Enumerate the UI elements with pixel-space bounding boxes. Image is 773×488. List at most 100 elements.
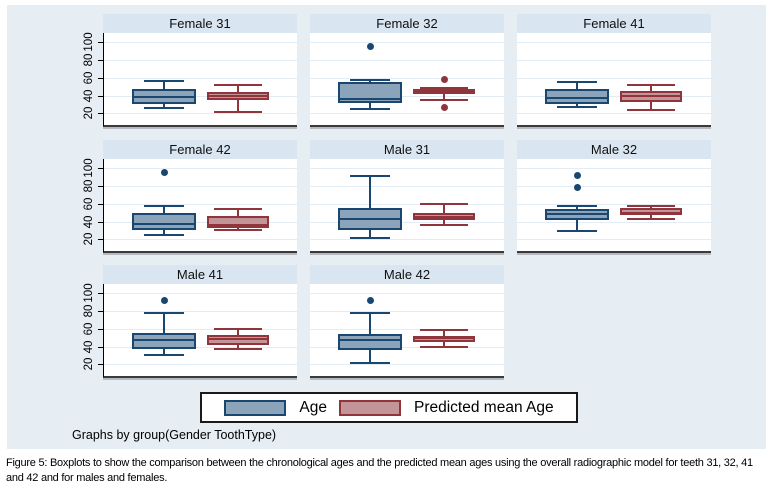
y-gridline: [517, 221, 711, 223]
outlier-dot-age: [160, 168, 168, 176]
whisker-lower-predicted: [237, 227, 239, 231]
whisker-upper-predicted: [443, 203, 445, 214]
median-predicted: [413, 337, 475, 340]
panel-title: Male 41: [103, 265, 297, 284]
y-gridline: [517, 95, 711, 97]
panel-plot-area: [310, 33, 504, 127]
whisker-cap-high-age: [350, 79, 390, 82]
panel-title: Male 31: [310, 140, 504, 159]
y-gridline: [104, 292, 297, 294]
whisker-upper-age: [163, 312, 165, 334]
y-gridline: [310, 203, 504, 205]
y-tick-label: 100: [83, 283, 95, 303]
median-predicted: [207, 224, 269, 227]
legend-swatch-age: [224, 399, 287, 416]
y-tick-label: 80: [83, 304, 95, 318]
whisker-lower-age: [576, 103, 578, 108]
whisker-cap-high-age: [350, 174, 390, 177]
median-age: [338, 98, 402, 101]
y-gridline: [104, 113, 297, 115]
box-age: [338, 334, 402, 351]
panel-male-42: Male 42: [310, 265, 504, 378]
outlier-dot-predicted: [440, 103, 448, 111]
whisker-cap-high-predicted: [420, 329, 468, 332]
y-gridline: [310, 41, 504, 43]
whisker-upper-age: [369, 175, 371, 209]
panel-plot-area: [517, 159, 711, 253]
y-gridline: [310, 239, 504, 241]
whisker-cap-low-age: [557, 230, 597, 233]
y-tickmark: [98, 95, 104, 97]
panel-title: Male 42: [310, 265, 504, 284]
y-gridline: [517, 41, 711, 43]
y-gridline: [104, 59, 297, 61]
box-age: [132, 212, 196, 230]
y-gridline: [104, 364, 297, 366]
y-gridline: [104, 77, 297, 79]
whisker-cap-low-predicted: [420, 98, 468, 101]
whisker-cap-low-predicted: [214, 110, 262, 113]
y-gridline: [104, 346, 297, 348]
panel-title: Male 32: [517, 140, 711, 159]
whisker-upper-age: [576, 82, 578, 90]
y-gridline: [517, 185, 711, 187]
median-predicted: [207, 338, 269, 341]
whisker-upper-predicted: [650, 84, 652, 92]
y-gridline: [310, 167, 504, 169]
y-tickmark: [98, 346, 104, 348]
y-tickmark: [98, 185, 104, 187]
y-gridline: [310, 221, 504, 223]
panel-plot-area: [517, 33, 711, 127]
whisker-lower-predicted: [443, 342, 445, 347]
whisker-upper-predicted: [237, 328, 239, 335]
panel-plot-area: [310, 159, 504, 253]
y-tickmark: [98, 239, 104, 241]
outlier-dot-age: [366, 296, 374, 304]
outlier-dot-age: [573, 184, 581, 192]
whisker-cap-low-predicted: [627, 217, 675, 220]
whisker-cap-low-age: [350, 362, 390, 365]
whisker-cap-high-predicted: [627, 83, 675, 86]
whisker-cap-high-predicted: [214, 83, 262, 86]
outlier-dot-age: [160, 296, 168, 304]
whisker-cap-low-predicted: [420, 224, 468, 227]
y-tick-label: 100: [83, 32, 95, 52]
whisker-lower-age: [369, 102, 371, 109]
y-gridline: [104, 95, 297, 97]
whisker-cap-low-age: [144, 233, 184, 236]
whisker-cap-high-predicted: [420, 202, 468, 205]
whisker-lower-predicted: [443, 93, 445, 100]
y-tick-label: 80: [83, 53, 95, 67]
whisker-cap-high-predicted: [627, 205, 675, 208]
whisker-lower-age: [163, 104, 165, 109]
whisker-lower-predicted: [650, 101, 652, 110]
whisker-lower-predicted: [237, 344, 239, 350]
box-predicted: [207, 216, 269, 228]
median-predicted: [620, 94, 682, 97]
whisker-cap-high-age: [144, 311, 184, 314]
y-tick-label: 60: [83, 71, 95, 85]
y-tickmark: [98, 221, 104, 223]
y-tick-label: 20: [83, 106, 95, 120]
whisker-cap-high-age: [557, 205, 597, 208]
median-predicted: [207, 95, 269, 98]
whisker-upper-age: [576, 206, 578, 209]
box-age: [338, 82, 402, 103]
whisker-lower-age: [163, 349, 165, 356]
y-tickmark: [98, 203, 104, 205]
panel-female-41: Female 41: [517, 14, 711, 127]
y-tickmark: [98, 77, 104, 79]
y-gridline: [310, 59, 504, 61]
y-gridline: [104, 203, 297, 205]
panel-male-31: Male 31: [310, 140, 504, 253]
whisker-upper-predicted: [443, 330, 445, 336]
whisker-cap-low-predicted: [420, 345, 468, 348]
y-gridline: [517, 113, 711, 115]
y-gridline: [517, 203, 711, 205]
y-gridline: [517, 77, 711, 79]
legend: Age Predicted mean Age: [200, 392, 578, 423]
